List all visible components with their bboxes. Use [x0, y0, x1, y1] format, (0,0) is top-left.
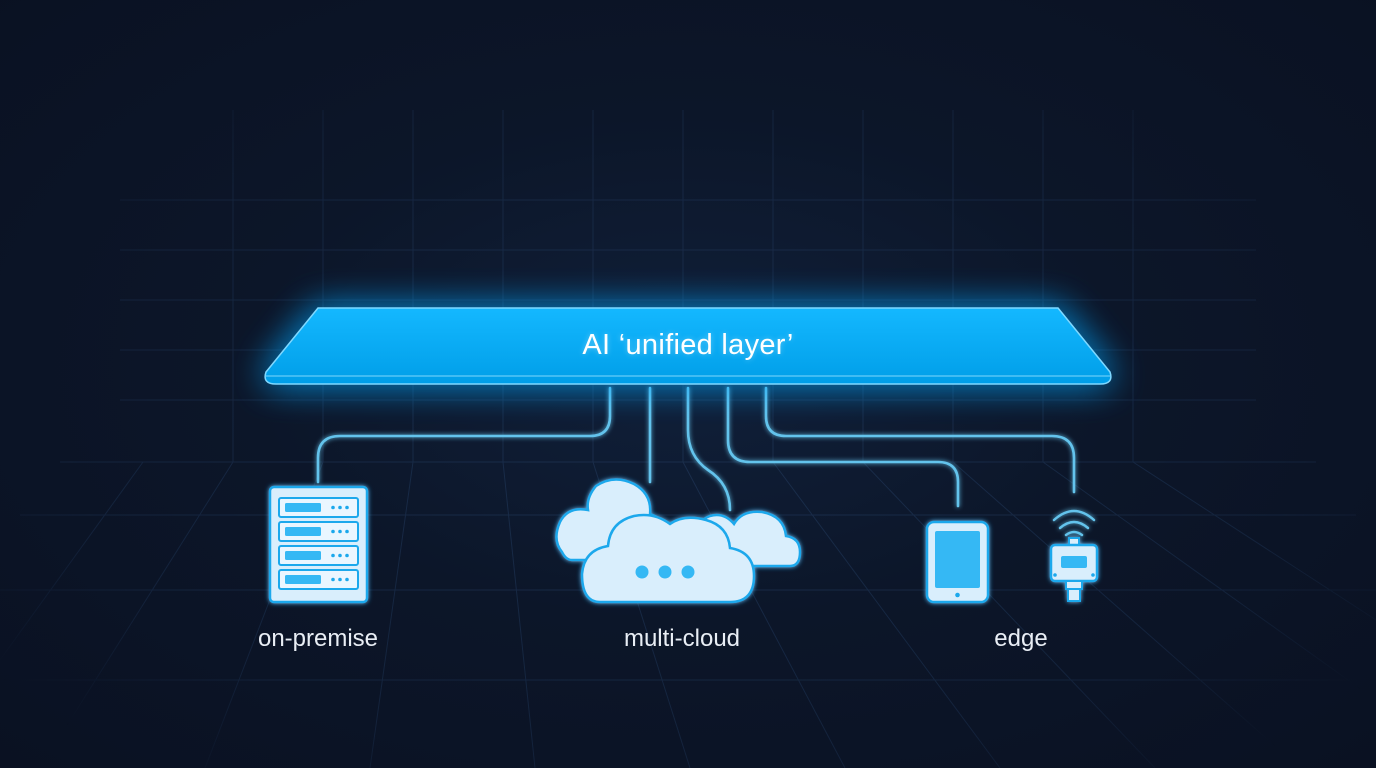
server-rack-icon	[268, 485, 369, 604]
node-label-on-premise: on-premise	[257, 625, 379, 652]
unified-layer	[264, 307, 1112, 385]
node-label-multi-cloud: multi-cloud	[623, 625, 741, 652]
unified-layer-slab	[264, 307, 1112, 385]
connector-on-premise	[316, 386, 612, 484]
node-label-edge: edge	[994, 625, 1048, 652]
connector-multi-cloud-2	[686, 386, 732, 512]
iot-sensor-icon	[1049, 509, 1099, 602]
cloud-dot	[658, 565, 672, 579]
connector-lines	[316, 386, 1076, 512]
connector-edge-sensor	[764, 386, 1076, 494]
cloud-icon	[555, 478, 802, 604]
cloud-dot	[635, 565, 649, 579]
cloud-dot	[681, 565, 695, 579]
tablet-icon	[925, 520, 990, 604]
wifi-icon	[1052, 509, 1096, 522]
cloud-front	[580, 513, 756, 604]
connector-edge-tablet	[726, 386, 960, 508]
